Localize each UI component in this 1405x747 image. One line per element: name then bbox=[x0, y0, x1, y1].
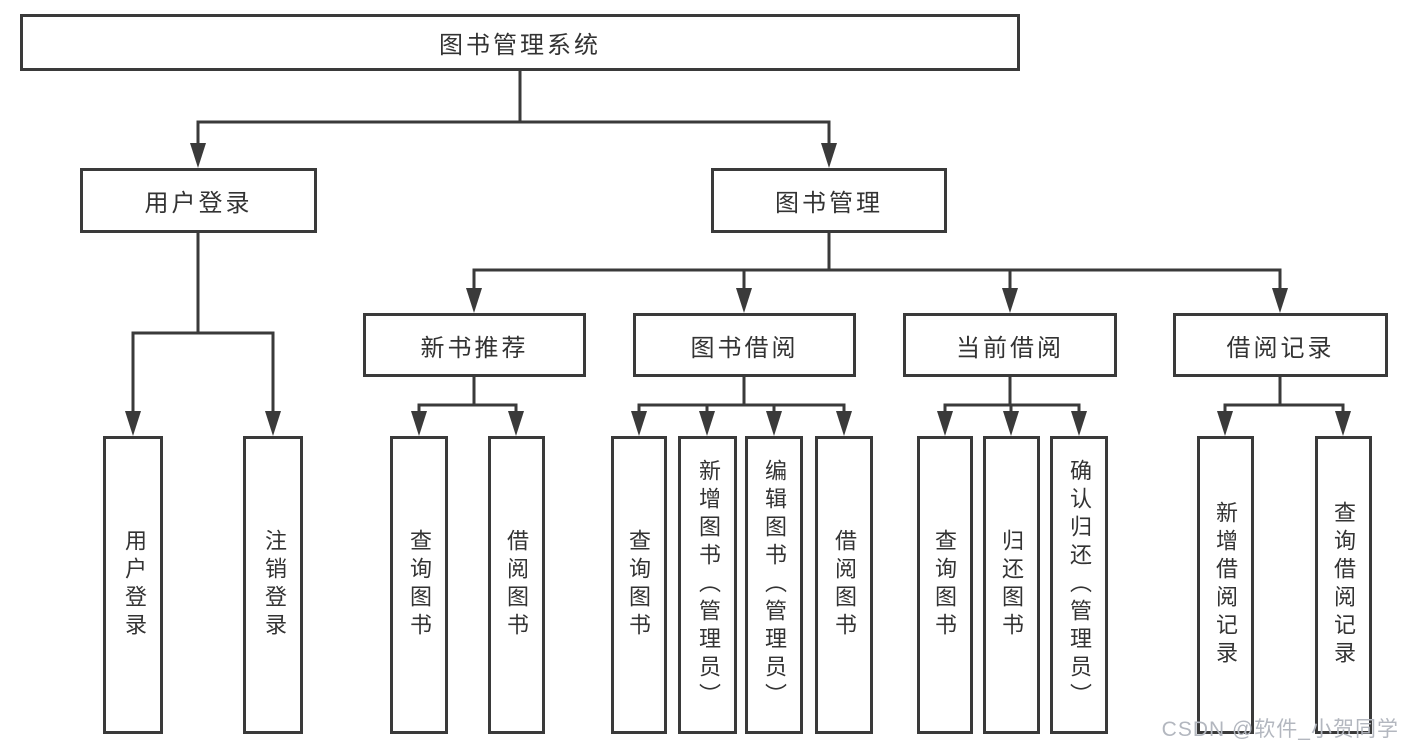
leaf-cb-query-book: 查询图书 bbox=[917, 436, 973, 734]
leaf-bb-query-book: 查询图书 bbox=[611, 436, 667, 734]
node-book-borrowing: 图书借阅 bbox=[633, 313, 856, 377]
node-user-login: 用户登录 bbox=[80, 168, 317, 233]
leaf-logout: 注销登录 bbox=[243, 436, 303, 734]
csdn-watermark: CSDN @软件_小贺同学 bbox=[1161, 718, 1399, 741]
node-book-management: 图书管理 bbox=[711, 168, 947, 233]
leaf-br-add-record: 新增借阅记录 bbox=[1197, 436, 1254, 734]
tree-edges bbox=[131, 69, 1345, 415]
node-new-book-recommend: 新书推荐 bbox=[363, 313, 586, 377]
leaf-bb-borrow-book: 借阅图书 bbox=[815, 436, 873, 734]
leaf-cb-confirm-return-admin: 确认归还（管理员） bbox=[1050, 436, 1108, 734]
leaf-br-query-record: 查询借阅记录 bbox=[1315, 436, 1372, 734]
arrow-down-icons bbox=[125, 143, 1351, 436]
node-borrowing-records: 借阅记录 bbox=[1173, 313, 1388, 377]
leaf-bb-edit-book-admin: 编辑图书（管理员） bbox=[745, 436, 803, 734]
node-current-borrowing: 当前借阅 bbox=[903, 313, 1117, 377]
leaf-cb-return-book: 归还图书 bbox=[983, 436, 1040, 734]
node-library-management-system: 图书管理系统 bbox=[20, 14, 1020, 71]
leaf-nbr-query-book: 查询图书 bbox=[390, 436, 448, 734]
leaf-nbr-borrow-book: 借阅图书 bbox=[488, 436, 545, 734]
leaf-bb-add-book-admin: 新增图书（管理员） bbox=[678, 436, 737, 734]
leaf-user-login: 用户登录 bbox=[103, 436, 163, 734]
